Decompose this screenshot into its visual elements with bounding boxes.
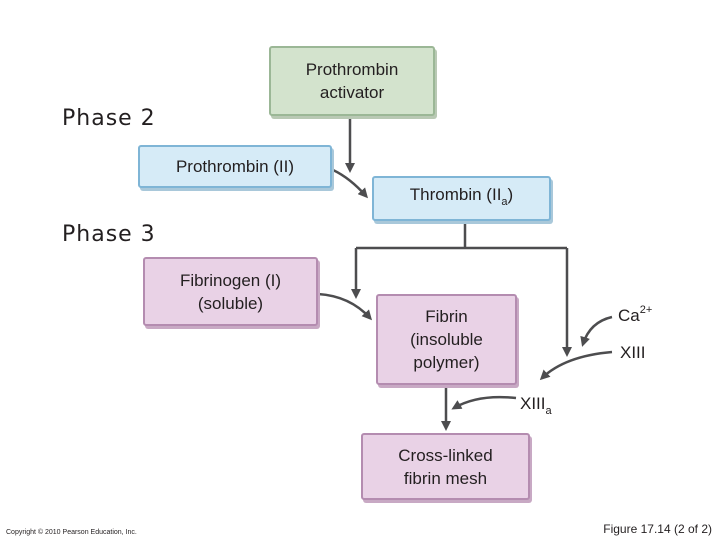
phase-2-label: Phase 2 [62, 106, 156, 131]
figure-caption: Figure 17.14 (2 of 2) [603, 522, 712, 536]
arrow-xiiia-to-conversion [451, 395, 517, 410]
copyright-text: Copyright © 2010 Pearson Education, Inc. [6, 529, 137, 536]
factor-xiiia-label: XIIIa [520, 394, 552, 417]
fibrinogen-box: Fibrinogen (I) (soluble) [143, 257, 318, 326]
crosslinked-fibrin-box: Cross-linked fibrin mesh [361, 433, 530, 500]
arrow-fibrinogen-to-fibrin [317, 292, 373, 321]
arrow-xiii-to-xiiia [539, 350, 613, 381]
prothrombin-activator-text: Prothrombin activator [305, 60, 399, 102]
arrow-calcium [580, 315, 613, 347]
fibrin-text: Fibrin (insoluble polymer) [410, 307, 483, 372]
prothrombin-activator-box: Prothrombin activator [269, 46, 435, 116]
thrombin-box: Thrombin (IIa) [372, 176, 551, 221]
fibrin-box: Fibrin (insoluble polymer) [376, 294, 517, 385]
prothrombin-text: Prothrombin (II) [175, 157, 295, 176]
prothrombin-box: Prothrombin (II) [138, 145, 332, 188]
calcium-label: Ca2+ [618, 304, 653, 325]
arrow-prothrombin-to-thrombin [332, 168, 368, 199]
fibrinogen-text: Fibrinogen (I) (soluble) [179, 270, 282, 313]
thrombin-text: Thrombin (IIa) [409, 185, 514, 208]
crosslinked-fibrin-text: Cross-linked fibrin mesh [398, 445, 493, 488]
phase-3-label: Phase 3 [62, 222, 156, 247]
factor-xiii-label: XIII [620, 343, 646, 362]
